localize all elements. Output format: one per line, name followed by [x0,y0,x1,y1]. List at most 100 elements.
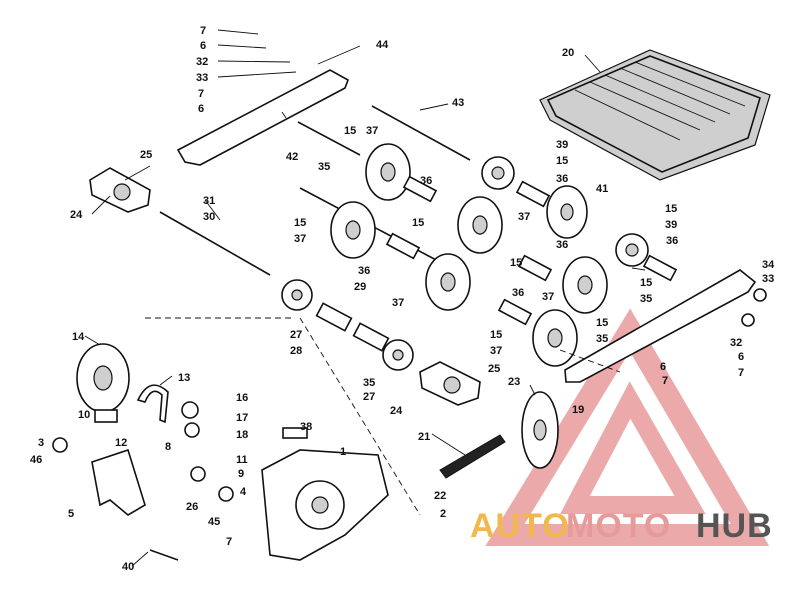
callout-9: 9 [238,468,244,480]
callout-12: 12 [115,437,127,449]
bolt-40 [149,549,179,561]
callout-15: 15 [294,217,306,229]
callout-15: 15 [665,203,677,215]
watermark-hub: HUB [696,507,773,545]
bracket-44 [176,69,349,166]
small-hardware [52,288,767,502]
callout-39: 39 [556,139,568,151]
callout-24: 24 [70,209,83,221]
leader-lines [84,29,646,567]
callout-38: 38 [300,421,312,433]
drive-pulley [76,343,130,413]
callout-36: 36 [556,239,568,251]
callout-22: 22 [434,490,446,502]
callout-11: 11 [236,454,248,466]
callout-1: 1 [340,446,346,458]
callout-36: 36 [666,235,678,247]
bracket-5 [91,448,146,516]
sprockets [281,156,649,371]
callout-31: 31 [203,195,215,207]
callout-45: 45 [208,516,220,528]
callout-41: 41 [596,183,608,195]
callout-13: 13 [178,372,190,384]
callout-24: 24 [390,405,403,417]
callout-15: 15 [490,329,502,341]
callout-15: 15 [344,125,356,137]
callout-15: 15 [556,155,568,167]
callout-15: 15 [510,257,522,269]
callout-17: 17 [236,412,248,424]
watermark-logo [485,308,770,546]
callout-5: 5 [68,508,74,520]
callout-35: 35 [640,293,652,305]
callout-18: 18 [236,429,248,441]
callout-16: 16 [236,392,248,404]
callout-7: 7 [226,536,232,548]
callout-6: 6 [660,361,666,373]
callout-labels: 7 6 32 33 7 6 44 20 43 15 37 42 35 25 24… [30,25,775,573]
callout-20: 20 [562,47,574,59]
callout-46: 46 [30,454,42,466]
callout-6: 6 [738,351,744,363]
callout-4: 4 [240,486,247,498]
callout-36: 36 [358,265,370,277]
callout-36: 36 [556,173,568,185]
callout-37: 37 [366,125,378,137]
callout-3: 3 [38,437,44,449]
callout-6: 6 [200,40,206,52]
callout-43: 43 [452,97,464,109]
callout-35: 35 [596,333,608,345]
callout-36: 36 [512,287,524,299]
watermark-auto: AUTO [470,507,570,545]
callout-29: 29 [354,281,366,293]
watermark-triangle [485,308,770,546]
callout-35: 35 [318,161,330,173]
callout-44: 44 [376,39,389,51]
callout-26: 26 [186,501,198,513]
callout-19: 19 [572,404,584,416]
watermark-moto: MOTO [566,507,671,545]
callout-37: 37 [518,211,530,223]
callout-37: 37 [542,291,554,303]
callout-8: 8 [165,441,171,453]
callout-35: 35 [363,377,375,389]
callout-7: 7 [198,88,204,100]
callout-25: 25 [140,149,152,161]
callout-34: 34 [762,259,775,271]
callout-37: 37 [294,233,306,245]
callout-30: 30 [203,211,215,223]
callout-40: 40 [122,561,134,573]
idler-wheels [330,143,608,367]
callout-15: 15 [412,217,424,229]
callout-23: 23 [508,376,520,388]
watermark-inner-triangle [560,381,706,514]
callout-14: 14 [72,331,85,343]
callout-7: 7 [200,25,206,37]
callout-36: 36 [420,175,432,187]
callout-28: 28 [290,345,302,357]
callout-33: 33 [196,72,208,84]
callout-32: 32 [196,56,208,68]
callout-15: 15 [640,277,652,289]
callout-15: 15 [596,317,608,329]
large-sprocket [521,391,559,469]
callout-37: 37 [392,297,404,309]
chain [439,434,506,479]
callout-27: 27 [363,391,375,403]
callout-21: 21 [418,431,430,443]
track-assembly [539,49,771,181]
callout-27: 27 [290,329,302,341]
watermark-text: AUTO MOTO HUB [470,507,773,545]
callout-6: 6 [198,103,204,115]
callout-7: 7 [738,367,744,379]
chain-case [261,449,389,561]
callout-32: 32 [730,337,742,349]
callout-7: 7 [662,375,668,387]
callout-33: 33 [762,273,774,285]
clamp-13 [136,384,169,424]
callout-42: 42 [286,151,298,163]
callout-2: 2 [440,508,446,520]
callout-25: 25 [488,363,500,375]
